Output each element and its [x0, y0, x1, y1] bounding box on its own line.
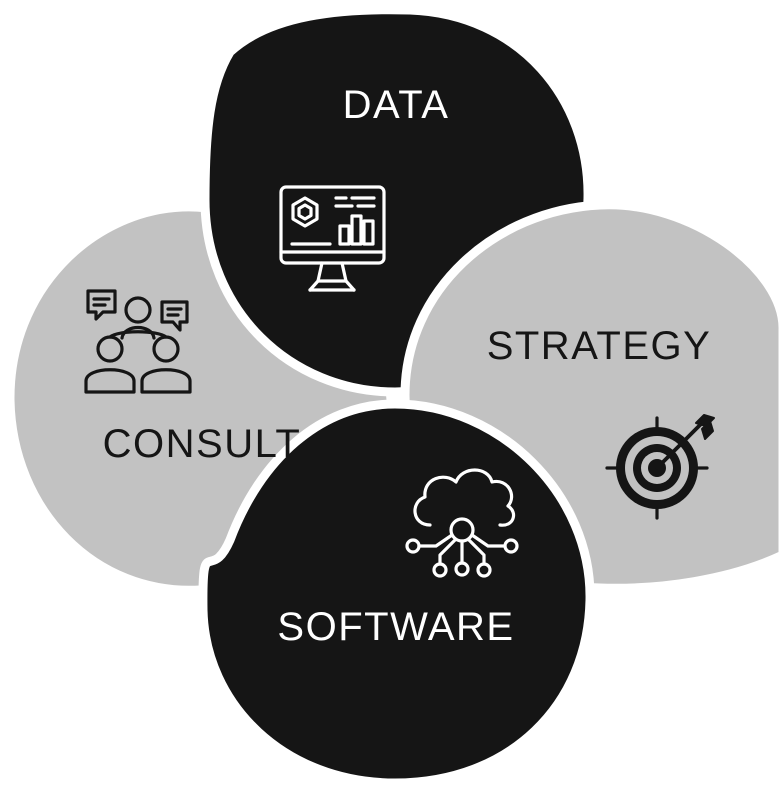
data-label: DATA: [343, 83, 450, 127]
petal-shapes: [5, 5, 783, 787]
target-arrow-icon: [605, 414, 715, 520]
consult-label: CONSULT: [103, 422, 302, 466]
software-label: SOFTWARE: [277, 605, 514, 649]
people-discussion-icon: [84, 289, 192, 394]
software-petal: [198, 399, 595, 787]
strategy-label: STRATEGY: [487, 324, 712, 368]
monitor-dashboard-icon: [279, 185, 386, 292]
cloud-network-icon: [405, 468, 519, 578]
